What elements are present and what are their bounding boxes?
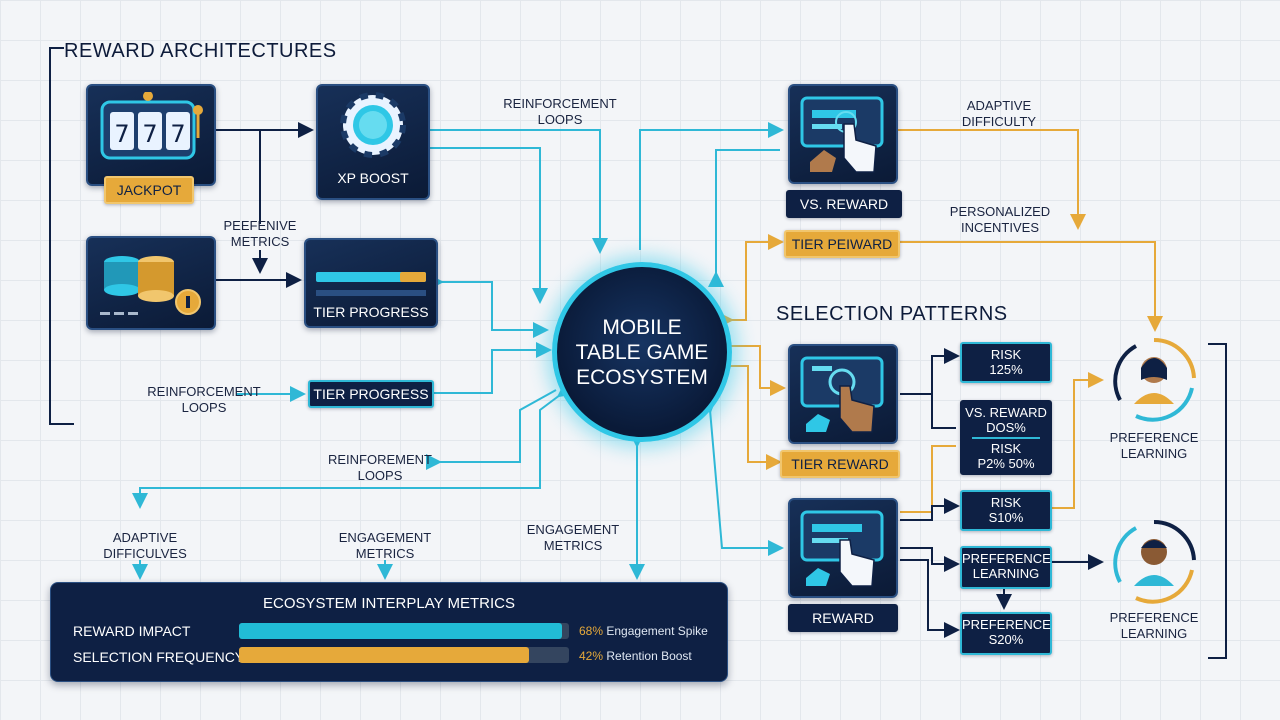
tier-progress-tag[interactable]: TIER PROGRESS: [308, 380, 434, 408]
risk-box-3[interactable]: RISK S10%: [960, 490, 1052, 531]
tier-progress-card-label: TIER PROGRESS: [313, 304, 429, 320]
tablet-tile-middle[interactable]: [788, 344, 898, 444]
vs-reward-tag-top[interactable]: VS. REWARD: [786, 190, 902, 218]
tier-progress-card[interactable]: TIER PROGRESS: [304, 238, 438, 328]
tablet-tile-top[interactable]: [788, 84, 898, 184]
tier-progress-bar: [316, 272, 426, 282]
metrics-panel-title: ECOSYSTEM INTERPLAY METRICS: [263, 595, 515, 612]
tablet-tap-icon-middle: [800, 356, 884, 433]
metric-bar-selection-frequency: [239, 647, 569, 663]
preference-learning-label-2: PREFERENCE LEARNING: [1109, 610, 1199, 642]
slot-machine-icon: 7 7 7: [100, 92, 203, 160]
preference-learning-box[interactable]: PREFERENCE LEARNING: [960, 546, 1052, 589]
risk-box-1[interactable]: RISK 125%: [960, 342, 1052, 383]
preferive-metrics-label: PEEFENIVE METRICS: [223, 218, 297, 250]
tier-peiward-tag[interactable]: TIER PEIWARD: [784, 230, 900, 258]
chip-stack-icon: [100, 256, 201, 315]
tier-reward-tag[interactable]: TIER REWARD: [780, 450, 900, 478]
reward-tag[interactable]: REWARD: [788, 604, 898, 632]
metric-label-selection-frequency: SELECTION FREQUENCY: [73, 649, 245, 665]
metric-label-reward-impact: REWARD IMPACT: [73, 623, 191, 639]
metric-note-reward-impact: 68% Engagement Spike: [579, 624, 708, 638]
slot-machine-tile[interactable]: 7 7 7: [86, 84, 216, 186]
tablet-tile-bottom[interactable]: [788, 498, 898, 598]
tablet-tap-icon: [800, 96, 884, 173]
svg-text:7: 7: [114, 120, 129, 148]
jackpot-tag[interactable]: JACKPOT: [104, 176, 194, 204]
preference-520-box[interactable]: PREFERENCE S20%: [960, 612, 1052, 655]
section-title-reward-architectures: REWARD ARCHITECTURES: [64, 40, 337, 62]
reinforement-loops-label: REINFOREMENT LOOPS: [328, 452, 432, 484]
player-avatar-icon-1: [1113, 337, 1196, 422]
xp-boost-tile[interactable]: XP BOOST: [316, 84, 430, 200]
section-title-selection-patterns: SELECTION PATTERNS: [776, 303, 1008, 325]
adaptive-difficulty-label: ADAPTIVE DIFFICULTY: [961, 98, 1037, 130]
ecosystem-metrics-panel: ECOSYSTEM INTERPLAY METRICS REWARD IMPAC…: [50, 582, 728, 682]
tablet-tap-icon-bottom: [800, 510, 884, 587]
metric-bar-reward-impact: [239, 623, 569, 639]
reinforcement-loops-label-top: REINFORCEMENT LOOPS: [503, 96, 617, 128]
preference-learning-label-1: PREFERENCE LEARNING: [1109, 430, 1199, 462]
personalized-incentives-label: PERSONALIZED INCENTIVES: [949, 204, 1051, 236]
vs-reward-risk-box[interactable]: VS. REWARD DOS% RISK P2% 50%: [960, 400, 1052, 475]
chip-stack-tile[interactable]: [86, 236, 216, 330]
poker-chip-icon: [340, 92, 406, 158]
player-avatar-icon-2: [1113, 519, 1196, 604]
metric-note-selection-frequency: 42% Retention Boost: [579, 649, 692, 663]
xp-boost-label: XP BOOST: [337, 170, 409, 186]
ecosystem-hub[interactable]: MOBILE TABLE GAME ECOSYSTEM: [552, 262, 732, 442]
engagement-metrics-label-1: ENGAGEMENT METRICS: [338, 530, 432, 562]
engagement-metrics-label-2: ENGAGEMENT METRICS: [526, 522, 620, 554]
adaptive-difficulves-label: ADAPTIVE DIFFICULVES: [103, 530, 187, 562]
reinforcement-loops-label-left: REINFORCEMENT LOOPS: [147, 384, 261, 416]
svg-text:7: 7: [170, 120, 185, 148]
svg-text:7: 7: [142, 120, 157, 148]
